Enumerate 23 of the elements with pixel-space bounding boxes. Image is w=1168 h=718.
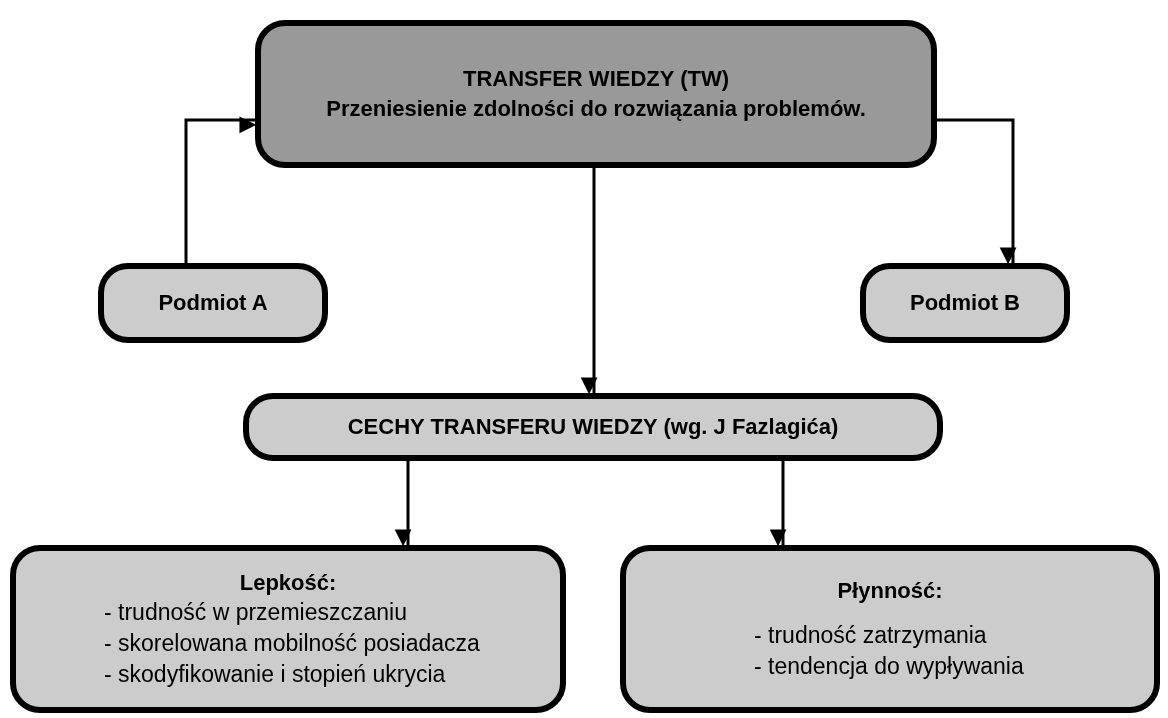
list-item: - skodyfikowanie i stopień ukrycia (104, 660, 446, 690)
list-item: - tendencja do wypływania (754, 651, 1024, 681)
arrow (184, 116, 257, 263)
entity-box (98, 263, 328, 343)
box-label: CECHY TRANSFERU WIEDZY (wg. J Fazlagića) (347, 413, 839, 442)
list-item: - skorelowana mobilność posiadacza (104, 629, 480, 659)
box-title: TRANSFER WIEDZY (TW) (463, 65, 729, 94)
feature-heading: Lepkość: (239, 568, 337, 597)
arrow (937, 118, 1017, 265)
entity-box (860, 263, 1070, 343)
box-label: Podmiot A (158, 289, 268, 318)
arrow (580, 168, 598, 395)
list-item: - trudność zatrzymania (754, 620, 987, 650)
feature-box (620, 545, 1160, 713)
arrow (769, 461, 787, 547)
feature-heading: Płynność: (837, 577, 943, 606)
box-label: Podmiot B (910, 289, 1020, 318)
arrow (394, 461, 412, 547)
feature-box (10, 545, 566, 713)
box-description: Przeniesienie zdolności do rozwiązania problemów. (326, 95, 866, 123)
category-box (243, 393, 943, 461)
process-box (255, 20, 937, 168)
list-item: - trudność w przemieszczaniu (104, 598, 407, 628)
